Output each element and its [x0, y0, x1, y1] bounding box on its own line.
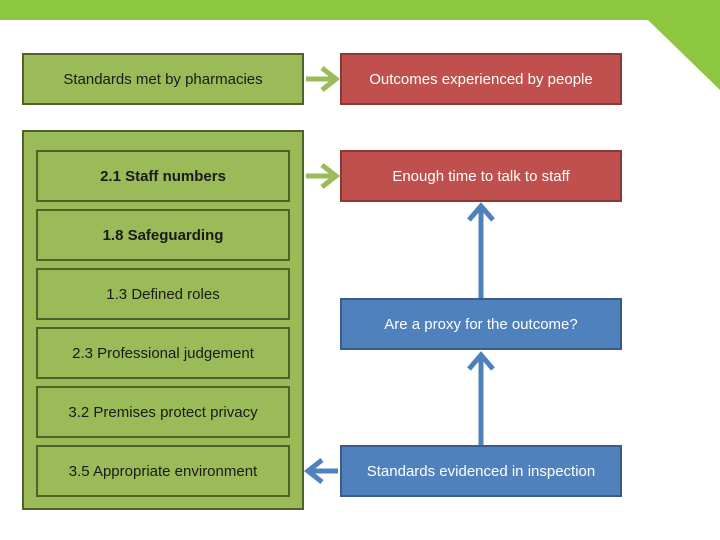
top-accent-bar: [0, 0, 720, 20]
standard-box-3-2: 3.2 Premises protect privacy: [36, 386, 290, 438]
standard-label: 2.1 Staff numbers: [100, 167, 226, 185]
standard-label: 1.8 Safeguarding: [102, 226, 224, 244]
standard-label: 2.3 Professional judgement: [72, 344, 254, 362]
evidence-label: Standards evidenced in inspection: [366, 462, 596, 480]
standard-label: 3.5 Appropriate environment: [68, 462, 258, 480]
outcomes-header-label: Outcomes experienced by people: [369, 70, 593, 88]
standard-label: 3.2 Premises protect privacy: [68, 403, 258, 421]
standard-box-1-3: 1.3 Defined roles: [36, 268, 290, 320]
outcome-box: Enough time to talk to staff: [340, 150, 622, 202]
proxy-question-box: Are a proxy for the outcome?: [340, 298, 622, 350]
standard-box-2-3: 2.3 Professional judgement: [36, 327, 290, 379]
standard-box-1-8: 1.8 Safeguarding: [36, 209, 290, 261]
evidence-box: Standards evidenced in inspection: [340, 445, 622, 497]
outcomes-header-box: Outcomes experienced by people: [340, 53, 622, 105]
outcome-label: Enough time to talk to staff: [392, 167, 570, 185]
standards-header-label: Standards met by pharmacies: [63, 70, 263, 88]
standard-box-2-1: 2.1 Staff numbers: [36, 150, 290, 202]
standard-box-3-5: 3.5 Appropriate environment: [36, 445, 290, 497]
standards-header-box: Standards met by pharmacies: [22, 53, 304, 105]
proxy-question-label: Are a proxy for the outcome?: [384, 315, 578, 333]
standard-label: 1.3 Defined roles: [106, 285, 220, 303]
